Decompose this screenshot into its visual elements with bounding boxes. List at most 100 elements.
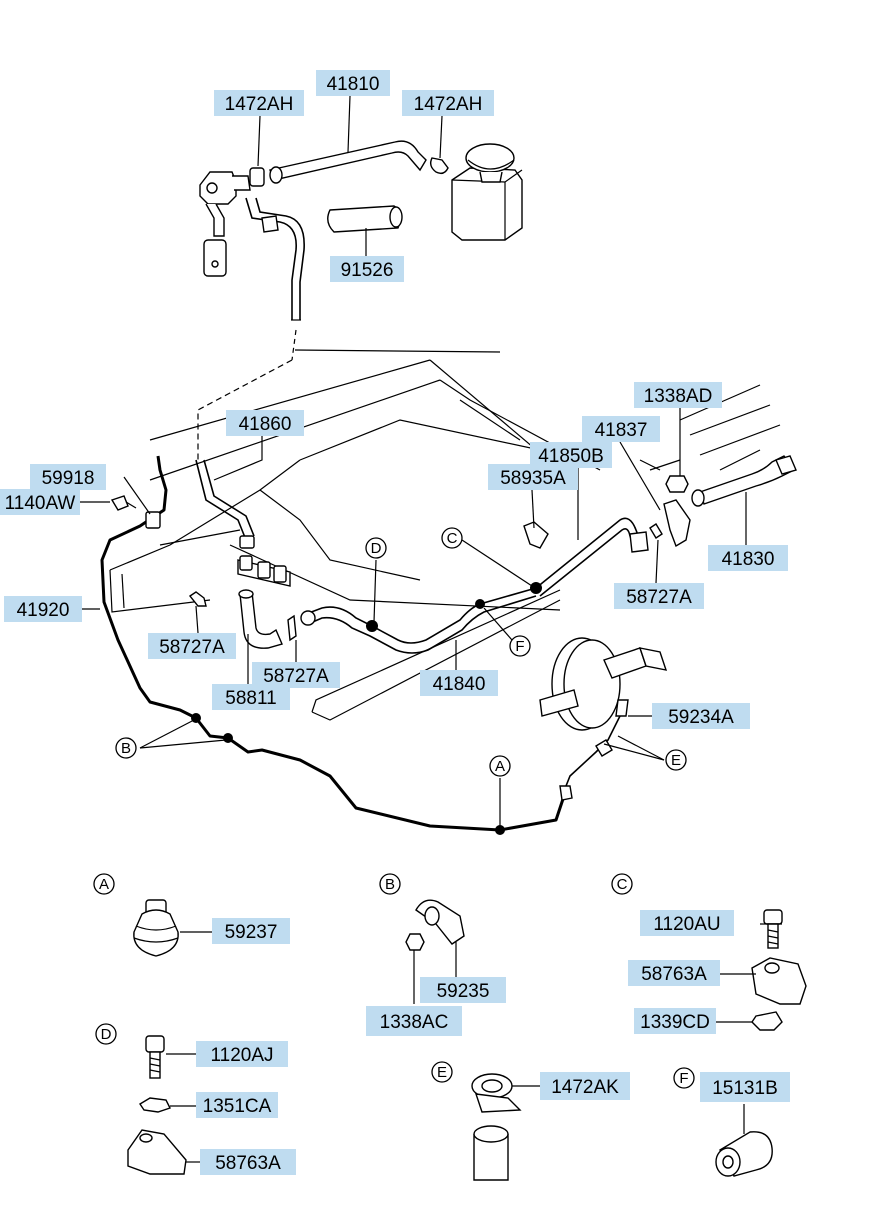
callout-c-detail: C [611,873,633,895]
svg-text:41840: 41840 [433,674,486,695]
body-panels [109,349,781,721]
label-58935A[interactable]: 58935A [488,464,578,490]
callout-f-detail: F [673,1067,695,1089]
svg-text:58763A: 58763A [641,964,707,985]
callout-b-main: B [115,737,137,759]
pipe-41850B [535,517,649,597]
svg-text:59237: 59237 [225,922,278,943]
svg-text:58727A: 58727A [263,666,329,687]
svg-text:41810: 41810 [327,74,380,95]
svg-text:1140AW: 1140AW [5,493,76,514]
label-1351CA[interactable]: 1351CA [196,1092,278,1118]
label-59918[interactable]: 59918 [30,464,106,490]
clamp-59918 [145,511,161,529]
bracket-41837 [663,499,691,548]
svg-text:1472AH: 1472AH [414,94,483,115]
label-58727A-mid[interactable]: 58727A [252,662,340,688]
detail-d-mount [127,1035,187,1175]
svg-text:C: C [447,530,458,547]
pipe-41840 [300,587,537,654]
label-1472AK[interactable]: 1472AK [540,1072,630,1100]
label-58727A-left[interactable]: 58727A [148,633,236,659]
svg-text:58727A: 58727A [159,637,225,658]
label-41830[interactable]: 41830 [708,545,788,571]
clutch-master-cylinder [199,171,251,277]
pipe-41860 [195,359,293,541]
svg-text:15131B: 15131B [712,1078,778,1099]
label-41810[interactable]: 41810 [316,70,390,96]
label-41920[interactable]: 41920 [4,596,82,622]
label-1472AH-left[interactable]: 1472AH [214,90,304,116]
label-1338AC[interactable]: 1338AC [366,1006,462,1036]
label-41840[interactable]: 41840 [420,670,498,696]
nut-1338AD [665,475,689,493]
clip-58935A [523,521,549,549]
svg-text:1120AU: 1120AU [653,914,720,935]
svg-text:58727A: 58727A [626,587,692,608]
callout-a-main: A [489,755,511,777]
clip-58727A-mid [287,614,297,642]
callout-d-main: D [365,537,387,559]
svg-text:C: C [617,876,628,893]
svg-text:A: A [99,876,109,893]
label-1120AJ[interactable]: 1120AJ [196,1041,288,1067]
label-59234A[interactable]: 59234A [652,703,750,729]
svg-text:41830: 41830 [722,549,775,570]
label-1120AU[interactable]: 1120AU [640,910,734,936]
callout-e-detail: E [431,1061,453,1083]
svg-text:E: E [671,752,681,769]
svg-text:B: B [121,740,131,757]
bolt-1140AW [110,495,137,511]
svg-text:1472AH: 1472AH [225,94,294,115]
label-41860[interactable]: 41860 [226,410,304,436]
label-41837[interactable]: 41837 [582,416,660,442]
label-58727A-right[interactable]: 58727A [614,583,704,609]
label-15131B[interactable]: 15131B [700,1072,790,1102]
leader-lines [80,95,782,1163]
svg-text:A: A [495,758,505,775]
hose-41830 [691,455,797,507]
svg-text:1338AD: 1338AD [644,386,713,407]
pipe-41920 [100,455,566,832]
clip-58727A-left [188,591,207,607]
clip-58727A-right [649,523,663,539]
svg-text:59234A: 59234A [668,707,734,728]
detail-e-clamp [471,1073,522,1181]
svg-text:41850B: 41850B [538,446,604,467]
protector-91526 [327,205,403,233]
callout-c-main: C [441,527,463,549]
svg-text:B: B [385,876,395,893]
label-59237[interactable]: 59237 [212,918,290,944]
label-1140AW[interactable]: 1140AW [0,489,80,515]
release-cylinder-59234A [539,637,668,801]
svg-text:D: D [371,540,382,557]
label-58811[interactable]: 58811 [212,684,290,710]
label-58763A-d[interactable]: 58763A [200,1149,296,1175]
label-1338AD[interactable]: 1338AD [634,382,722,408]
callout-b-detail: B [379,873,401,895]
label-59235[interactable]: 59235 [420,977,506,1003]
svg-text:58935A: 58935A [500,468,566,489]
callout-a-detail: A [93,873,115,895]
detail-f-bushing [715,1131,773,1177]
svg-text:1351CA: 1351CA [203,1096,272,1117]
callout-f-main: F [509,635,531,657]
detail-a-grommet [133,899,179,957]
label-91526[interactable]: 91526 [330,256,404,282]
pipe-41860-upper [245,197,305,361]
callout-e-main: E [665,749,687,771]
label-58763A-c[interactable]: 58763A [628,960,720,986]
svg-text:1472AK: 1472AK [551,1077,619,1098]
detail-b-clamp [405,899,465,951]
label-41850B[interactable]: 41850B [530,442,612,468]
label-1472AH-right[interactable]: 1472AH [402,90,494,116]
svg-text:F: F [515,638,524,655]
label-1339CD[interactable]: 1339CD [634,1008,716,1034]
svg-text:41860: 41860 [239,414,292,435]
svg-text:58811: 58811 [225,688,276,709]
hose-58811 [238,589,283,649]
svg-text:41837: 41837 [595,420,648,441]
svg-text:59918: 59918 [42,468,95,489]
svg-text:F: F [679,1070,688,1087]
